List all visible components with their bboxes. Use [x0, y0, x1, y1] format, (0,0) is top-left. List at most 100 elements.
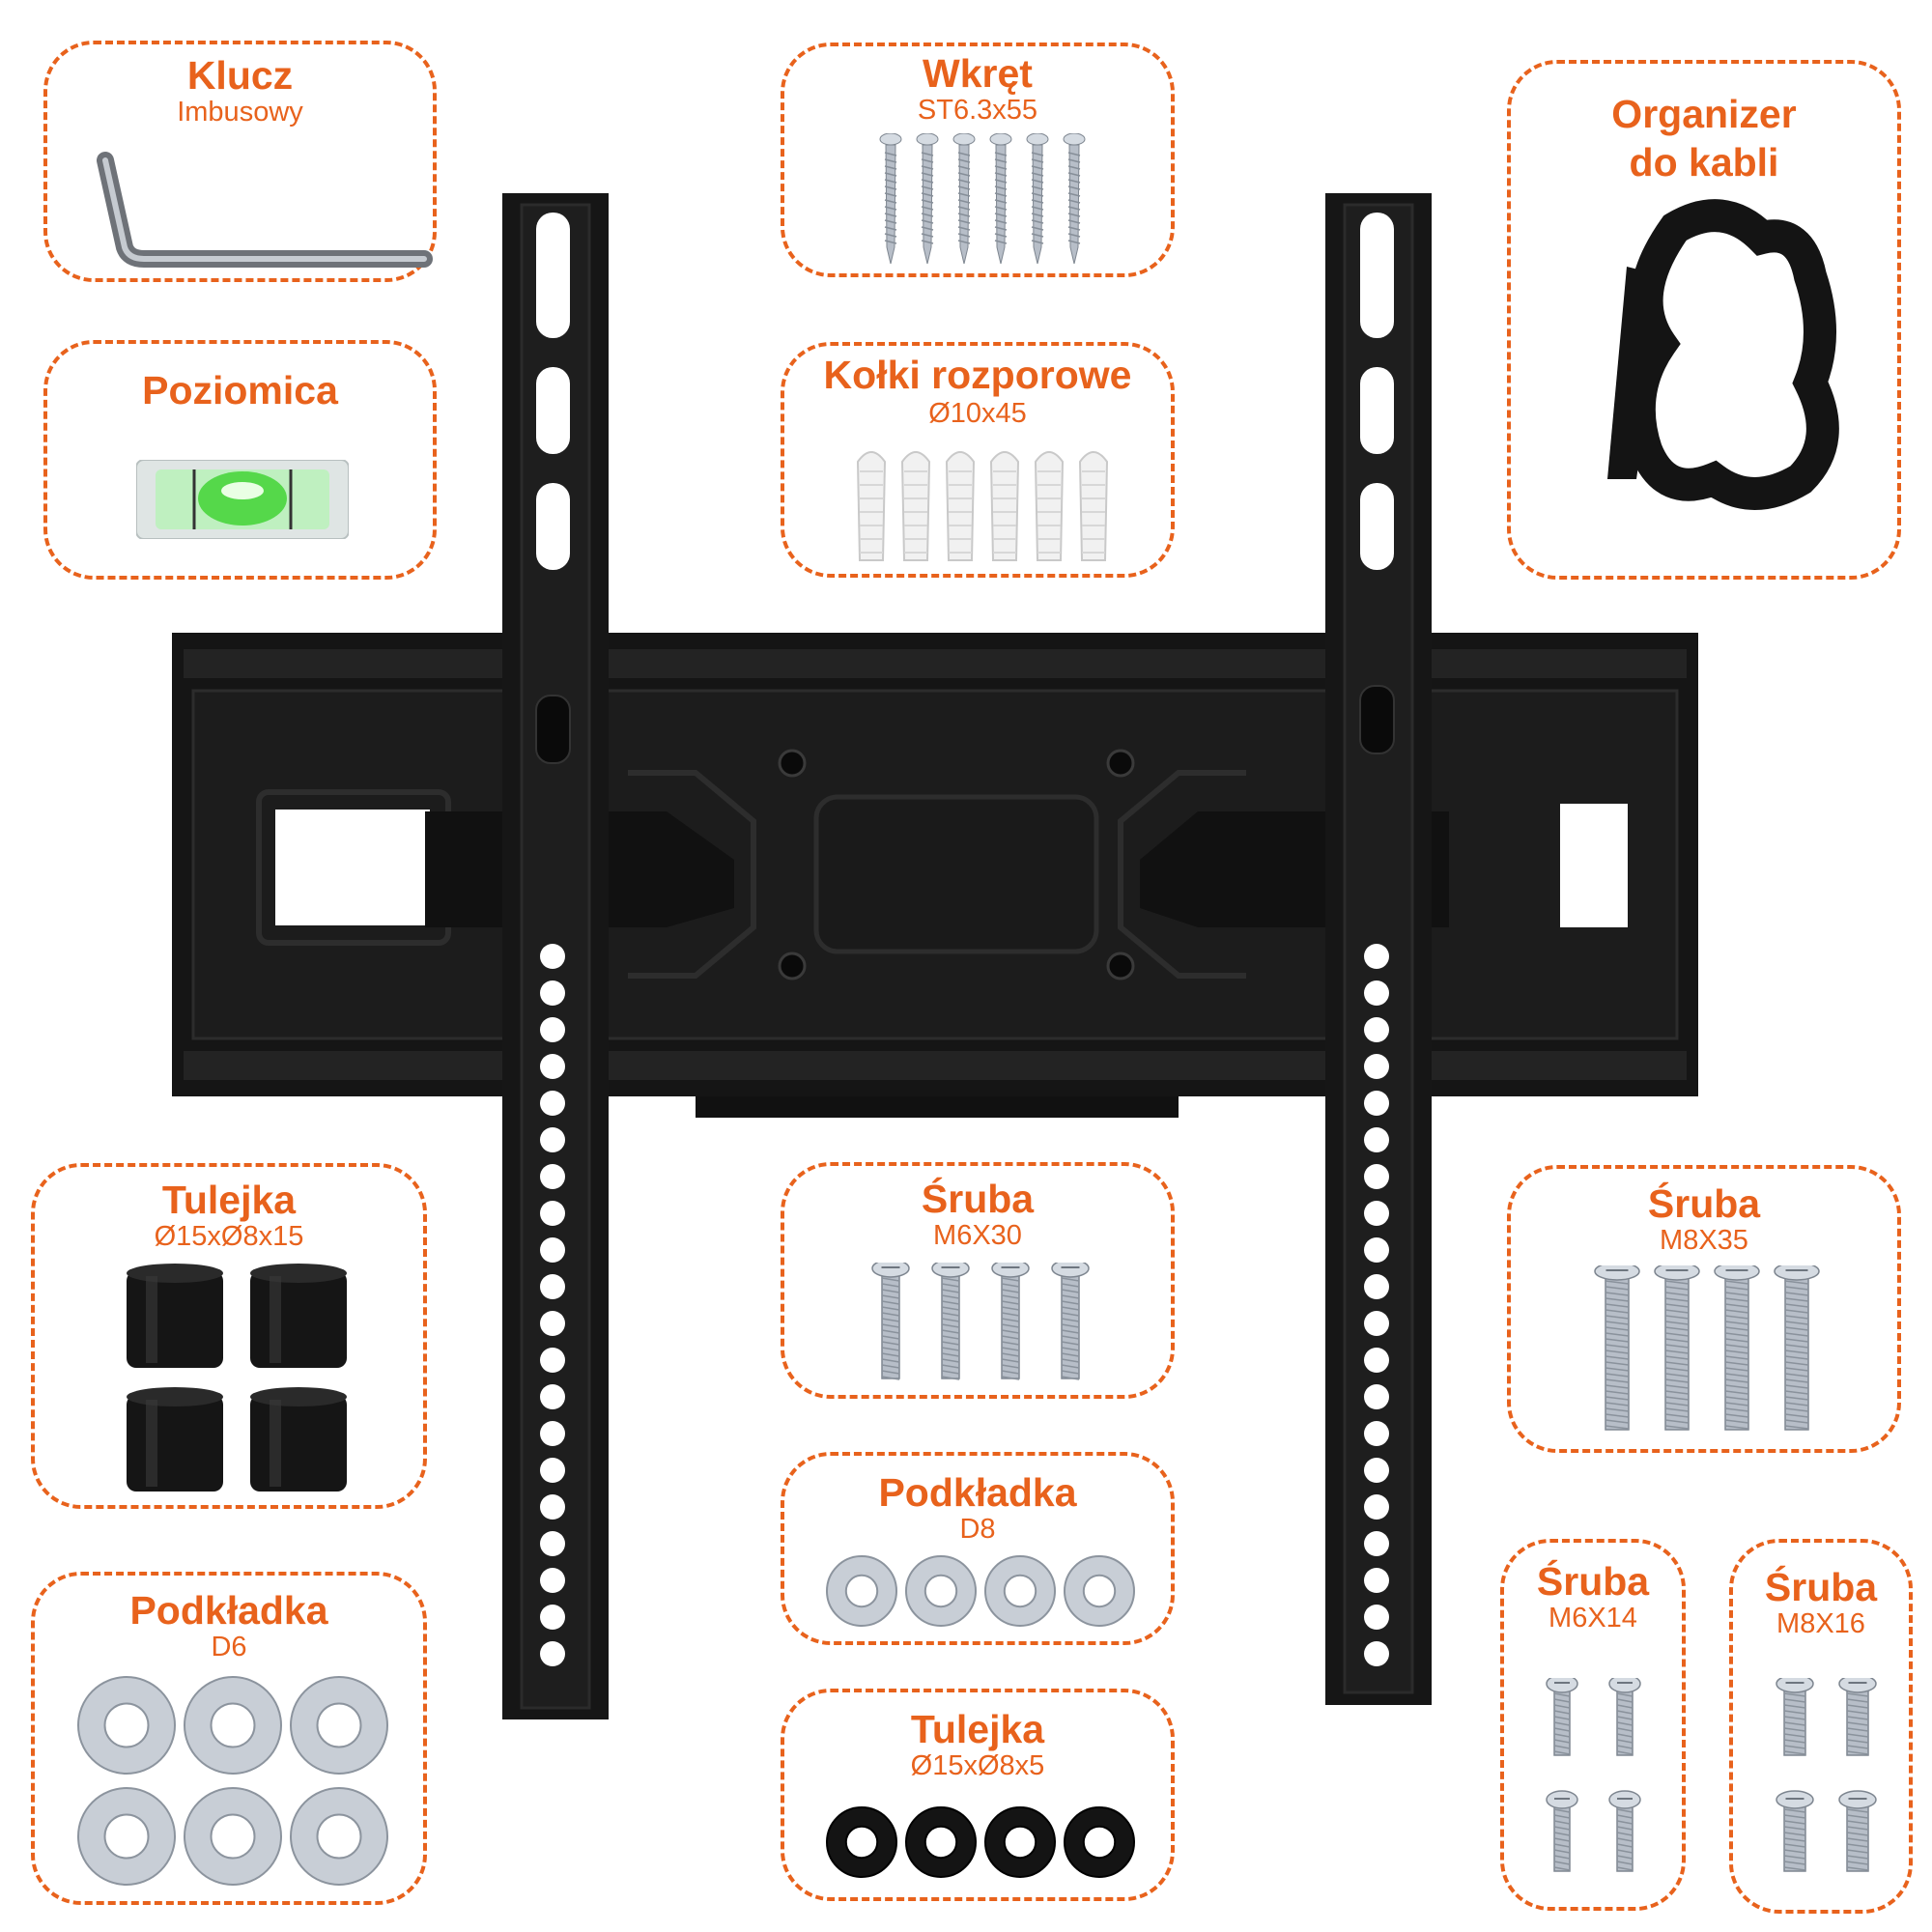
card-title: Tulejka — [910, 1707, 1045, 1751]
allen-key-icon — [97, 152, 433, 268]
card-title: Podkładka — [129, 1588, 328, 1633]
washer — [77, 1676, 176, 1775]
washers-d8-icon — [826, 1555, 1135, 1627]
washer — [826, 1555, 897, 1627]
card-title: Śruba — [1764, 1565, 1878, 1609]
spirit-level-card: Poziomica — [43, 340, 437, 580]
wall-plugs-icon — [856, 451, 1109, 561]
bolt — [931, 1263, 970, 1380]
card-subtitle: M8X16 — [1776, 1608, 1865, 1639]
washer-d6-card: Podkładka D6 — [31, 1572, 427, 1905]
bolt — [1051, 1263, 1090, 1380]
washer — [984, 1555, 1056, 1627]
bolt — [991, 1263, 1030, 1380]
washer — [826, 1806, 897, 1878]
allen-key-card: Klucz Imbusowy — [43, 41, 437, 282]
bolt — [1714, 1265, 1760, 1431]
card-title: Kołki rozporowe — [823, 353, 1132, 397]
spacer — [127, 1387, 223, 1492]
wall-plug — [989, 451, 1020, 561]
washer — [1064, 1555, 1135, 1627]
card-title-line2: do kabli — [1629, 140, 1779, 185]
wood-screw-card: Wkręt ST6.3x55 — [781, 43, 1175, 277]
bolt — [1594, 1265, 1640, 1431]
short-spacers-icon — [826, 1806, 1135, 1878]
bolt — [1776, 1790, 1814, 1872]
screw — [1063, 133, 1086, 265]
washer — [905, 1555, 977, 1627]
card-title: Śruba — [921, 1177, 1035, 1221]
card-subtitle: Ø15xØ8x15 — [154, 1221, 304, 1252]
bolt — [1546, 1790, 1578, 1872]
screw — [879, 133, 902, 265]
washer — [184, 1787, 282, 1886]
bolts-m8x35-icon — [1594, 1265, 1820, 1431]
wall-plug — [900, 451, 931, 561]
bolt — [871, 1263, 910, 1380]
card-subtitle: M6X30 — [933, 1220, 1022, 1251]
bolt — [1774, 1265, 1820, 1431]
spacer — [127, 1264, 223, 1368]
card-subtitle: M8X35 — [1660, 1225, 1748, 1256]
bolt — [1838, 1678, 1877, 1756]
screw — [989, 133, 1012, 265]
card-title: Klucz — [186, 53, 294, 98]
washer — [290, 1676, 388, 1775]
card-title: Poziomica — [142, 368, 338, 412]
washer — [1064, 1806, 1135, 1878]
washer — [984, 1806, 1056, 1878]
screw — [1026, 133, 1049, 265]
washer — [905, 1806, 977, 1878]
washer — [184, 1676, 282, 1775]
wall-plug — [856, 451, 887, 561]
bolts-m6x14-icon — [1546, 1678, 1641, 1872]
wall-plug — [1034, 451, 1065, 561]
spacer — [250, 1387, 347, 1492]
bracket-holes — [540, 944, 565, 1666]
long-spacers-icon — [127, 1264, 347, 1492]
bolt-m8x35-card: Śruba M8X35 — [1507, 1165, 1901, 1453]
long-spacer-card: Tulejka Ø15xØ8x15 — [31, 1163, 427, 1509]
card-subtitle: Imbusowy — [177, 97, 303, 128]
card-title: Podkładka — [878, 1470, 1077, 1515]
card-subtitle: Ø15xØ8x5 — [910, 1750, 1045, 1781]
bolt — [1654, 1265, 1700, 1431]
spirit-level-icon — [136, 460, 349, 539]
left-vertical-bracket — [502, 193, 609, 1719]
card-subtitle: M6X14 — [1548, 1603, 1637, 1634]
bolt-m8x16-card: Śruba M8X16 — [1729, 1539, 1913, 1914]
bolt — [1776, 1678, 1814, 1756]
bolt — [1608, 1790, 1641, 1872]
bolts-m8x16-icon — [1776, 1678, 1877, 1872]
card-title: Tulejka — [161, 1178, 297, 1222]
wall-plug — [1078, 451, 1109, 561]
cable-organizer-card: Organizer do kabli — [1507, 60, 1901, 580]
washer — [290, 1787, 388, 1886]
washer — [77, 1787, 176, 1886]
card-subtitle: D6 — [211, 1632, 247, 1662]
card-subtitle: Ø10x45 — [928, 398, 1027, 429]
screw — [916, 133, 939, 265]
card-title: Śruba — [1647, 1181, 1761, 1226]
short-spacer-card: Tulejka Ø15xØ8x5 — [781, 1689, 1175, 1901]
washers-d6-icon — [77, 1676, 388, 1886]
bolt — [1838, 1790, 1877, 1872]
bolt — [1608, 1678, 1641, 1756]
bolt-m6x30-card: Śruba M6X30 — [781, 1162, 1175, 1399]
card-title: Wkręt — [923, 51, 1033, 96]
cable-strap-icon — [1607, 199, 1839, 510]
wood-screws-icon — [879, 133, 1086, 265]
bolt-m6x14-card: Śruba M6X14 — [1500, 1539, 1686, 1911]
right-vertical-bracket — [1325, 193, 1432, 1705]
bracket-holes — [1364, 944, 1389, 1666]
wall-plate — [172, 633, 1698, 1118]
washer-d8-card: Podkładka D8 — [781, 1452, 1175, 1645]
bolt — [1546, 1678, 1578, 1756]
card-title: Śruba — [1536, 1559, 1650, 1604]
card-subtitle: ST6.3x55 — [917, 95, 1038, 126]
card-title-line1: Organizer — [1611, 92, 1797, 136]
card-subtitle: D8 — [959, 1514, 996, 1545]
spacer — [250, 1264, 347, 1368]
wall-plug — [945, 451, 976, 561]
